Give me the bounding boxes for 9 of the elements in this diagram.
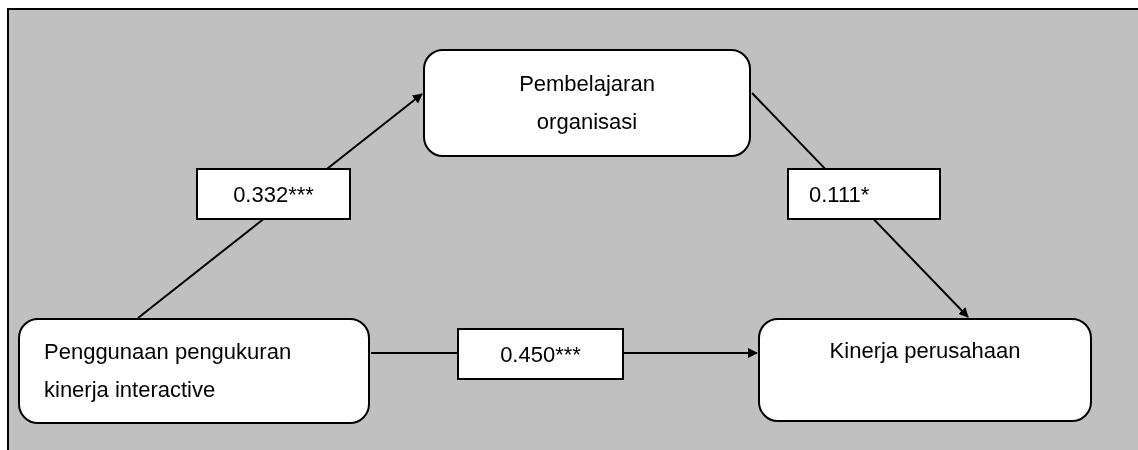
rounded-box	[423, 49, 751, 157]
node-text: Kinerja perusahaan	[829, 337, 1021, 365]
rounded-box	[18, 318, 370, 424]
node-text: Pembelajaran organisasi	[518, 70, 656, 136]
edge-label: 0.332***	[196, 168, 351, 220]
edge-label: 0.111*	[787, 168, 941, 220]
node-text: Penggunaan pengukuran kinerja interactive	[44, 338, 293, 404]
edge-label: 0.450***	[457, 328, 624, 380]
rounded-box	[758, 318, 1092, 422]
